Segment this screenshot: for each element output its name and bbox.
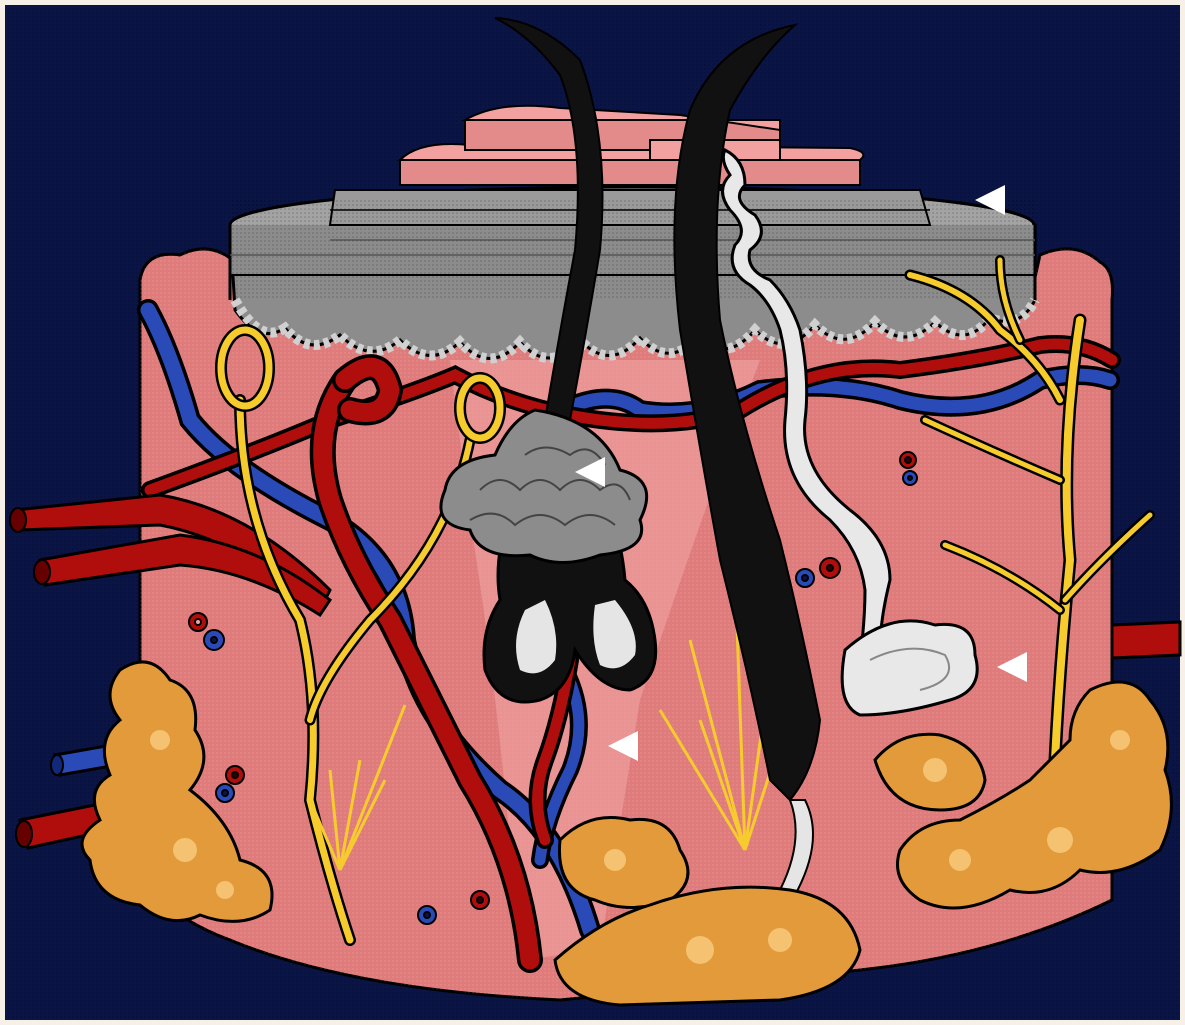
- cut-artery-right: [1112, 622, 1180, 658]
